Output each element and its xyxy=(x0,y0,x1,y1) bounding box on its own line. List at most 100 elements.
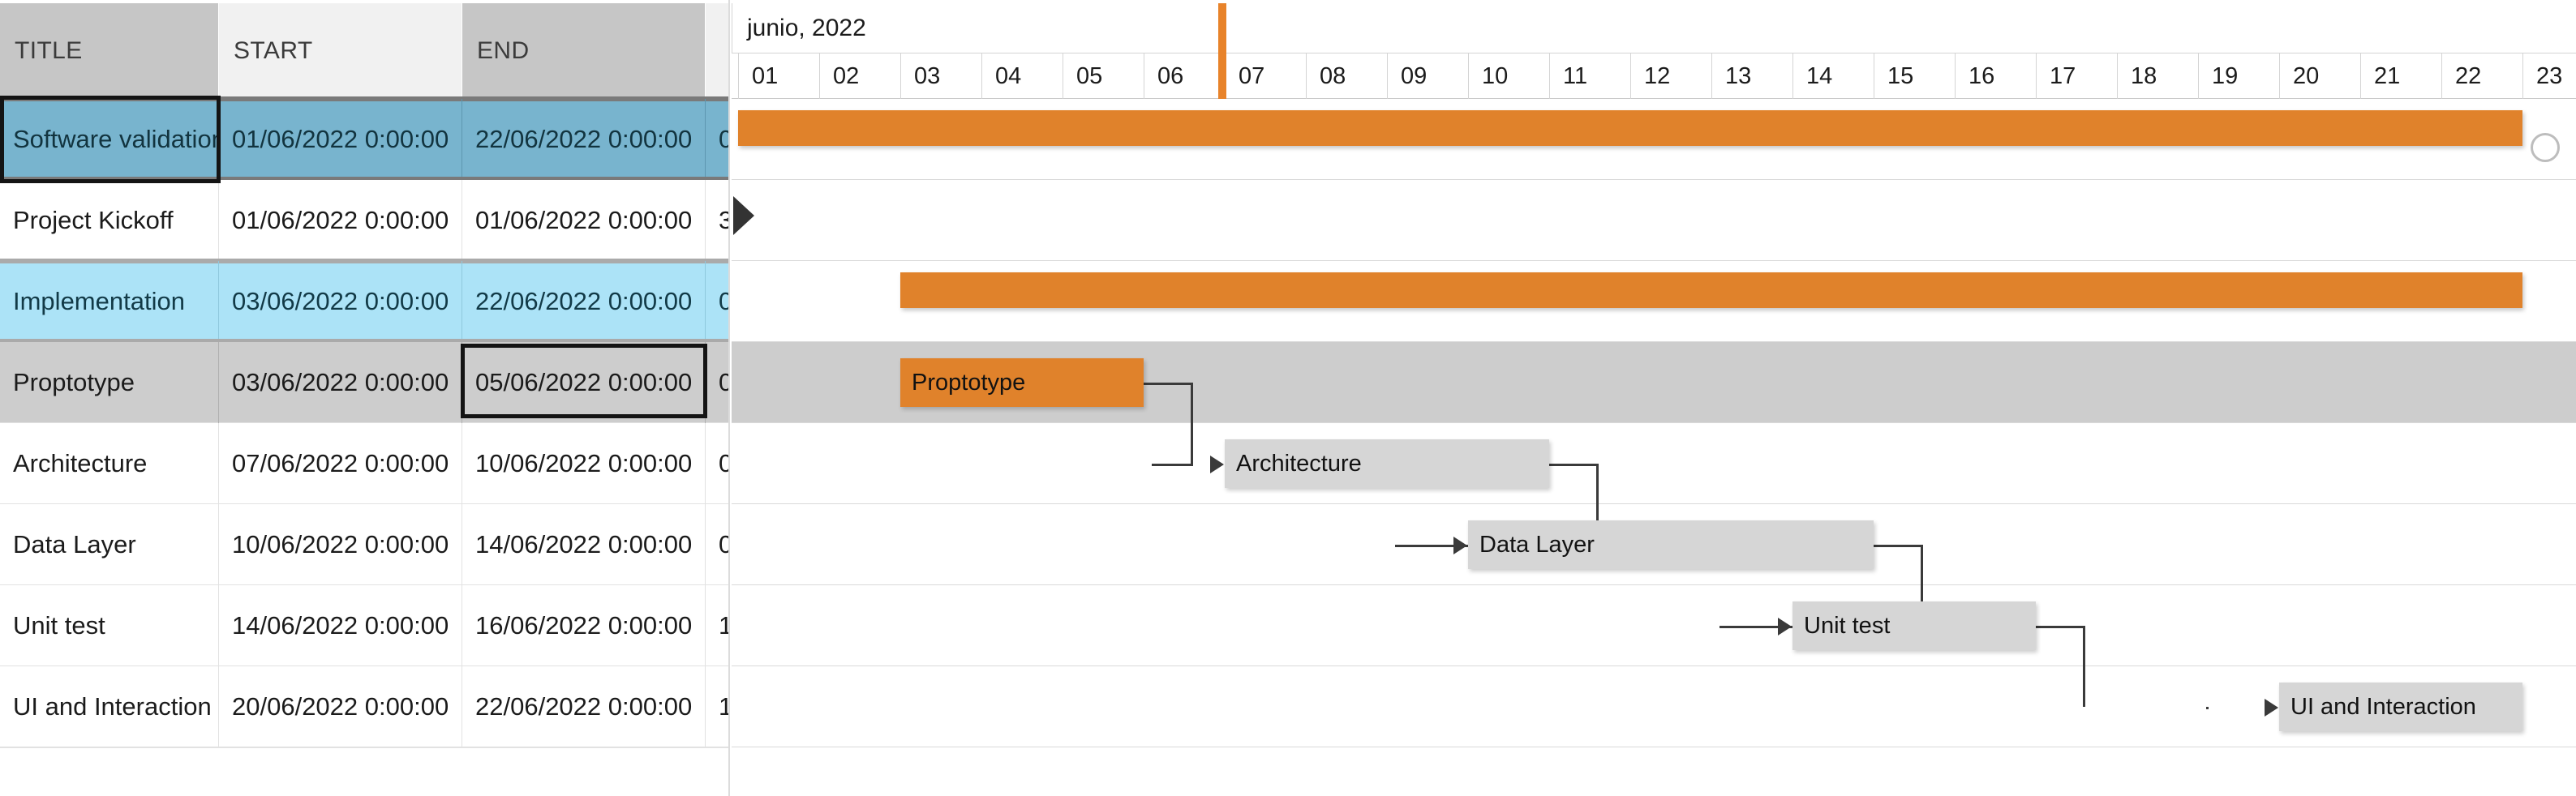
cell-extra[interactable]: 0 xyxy=(706,99,728,180)
cell-start[interactable]: 03/06/2022 0:00:00 xyxy=(219,261,462,342)
cell-title[interactable]: UI and Interaction xyxy=(0,666,219,747)
cell-end[interactable]: 10/06/2022 0:00:00 xyxy=(462,423,706,504)
cell-extra[interactable]: 0 xyxy=(706,342,728,423)
task-bar-label: Proptotype xyxy=(912,369,1026,396)
day-column-header[interactable]: 13 xyxy=(1711,53,1792,99)
column-header-end[interactable]: END xyxy=(462,3,706,99)
cell-title[interactable]: Unit test xyxy=(0,585,219,666)
task-bar[interactable]: UI and Interaction xyxy=(2279,683,2522,731)
cell-end[interactable]: 22/06/2022 0:00:00 xyxy=(462,261,706,342)
day-column-header[interactable]: 07 xyxy=(1225,53,1306,99)
day-column-header[interactable]: 19 xyxy=(2198,53,2279,99)
cell-extra[interactable]: 0 xyxy=(706,504,728,585)
task-bar-label: Architecture xyxy=(1236,450,1362,477)
cell-title[interactable]: Architecture xyxy=(0,423,219,504)
day-column-header[interactable]: 03 xyxy=(900,53,981,99)
cell-start[interactable]: 03/06/2022 0:00:00 xyxy=(219,342,462,423)
cell-start[interactable]: 20/06/2022 0:00:00 xyxy=(219,666,462,747)
cell-extra[interactable]: 0 xyxy=(706,423,728,504)
grid-empty-area xyxy=(0,747,728,796)
summary-bar[interactable] xyxy=(900,272,2522,308)
day-column-header[interactable]: 22 xyxy=(2441,53,2522,99)
cell-title[interactable]: Implementation xyxy=(0,261,219,342)
day-column-header[interactable]: 21 xyxy=(2360,53,2441,99)
timeline-row[interactable] xyxy=(732,423,2576,504)
task-bar[interactable]: Unit test xyxy=(1792,601,2036,650)
day-column-header[interactable]: 09 xyxy=(1387,53,1468,99)
column-header-title[interactable]: TITLE xyxy=(0,3,219,99)
cell-start[interactable]: 01/06/2022 0:00:00 xyxy=(219,99,462,180)
dependency-line-corner xyxy=(1395,545,1397,547)
cell-extra[interactable]: 1 xyxy=(706,585,728,666)
day-column-header[interactable]: 02 xyxy=(819,53,900,99)
cell-end[interactable]: 14/06/2022 0:00:00 xyxy=(462,504,706,585)
day-column-header[interactable]: 10 xyxy=(1468,53,1549,99)
dependency-arrow-head xyxy=(1778,618,1792,636)
cell-end[interactable]: 22/06/2022 0:00:00 xyxy=(462,666,706,747)
summary-bar[interactable] xyxy=(738,110,2522,146)
cell-end[interactable]: 22/06/2022 0:00:00 xyxy=(462,99,706,180)
day-column-header[interactable]: 04 xyxy=(981,53,1063,99)
cell-title[interactable]: Data Layer xyxy=(0,504,219,585)
dependency-line-horizontal xyxy=(1144,383,1191,385)
task-bar[interactable]: Architecture xyxy=(1225,439,1549,488)
task-bar[interactable]: Data Layer xyxy=(1468,520,1874,569)
task-bar[interactable]: Proptotype xyxy=(900,358,1144,407)
dependency-line-horizontal xyxy=(1874,545,1921,547)
day-column-header[interactable]: 20 xyxy=(2279,53,2360,99)
timeline-row[interactable] xyxy=(732,585,2576,666)
day-column-header[interactable]: 11 xyxy=(1549,53,1630,99)
task-bar-label: Unit test xyxy=(1804,612,1891,639)
cell-start[interactable]: 07/06/2022 0:00:00 xyxy=(219,423,462,504)
bar-end-drag-handle[interactable] xyxy=(2531,133,2560,162)
cell-title[interactable]: Software validation xyxy=(0,99,219,180)
dependency-line-horizontal xyxy=(2036,626,2083,628)
day-column-header[interactable]: 12 xyxy=(1630,53,1711,99)
dependency-line-vertical xyxy=(1191,383,1193,464)
cell-start[interactable]: 14/06/2022 0:00:00 xyxy=(219,585,462,666)
day-column-header[interactable]: 01 xyxy=(738,53,819,99)
day-column-header[interactable]: 05 xyxy=(1063,53,1144,99)
day-column-header[interactable]: 16 xyxy=(1955,53,2036,99)
column-header-start[interactable]: START xyxy=(219,3,462,99)
day-column-header[interactable]: 06 xyxy=(1144,53,1225,99)
cell-end[interactable]: 05/06/2022 0:00:00 xyxy=(462,342,706,423)
dependency-line-vertical xyxy=(2083,626,2085,707)
cell-start[interactable]: 01/06/2022 0:00:00 xyxy=(219,180,462,261)
dependency-line-vertical xyxy=(1921,545,1923,626)
cell-extra[interactable]: 1 xyxy=(706,666,728,747)
cell-extra[interactable]: 0 xyxy=(706,261,728,342)
cell-start[interactable]: 10/06/2022 0:00:00 xyxy=(219,504,462,585)
task-bar-label: UI and Interaction xyxy=(2290,693,2476,720)
column-header-extra[interactable] xyxy=(706,3,728,99)
dependency-line-horizontal xyxy=(1152,464,1193,466)
day-column-header[interactable]: 08 xyxy=(1306,53,1387,99)
timeline-row[interactable] xyxy=(732,180,2576,261)
cell-title[interactable]: Proptotype xyxy=(0,342,219,423)
dependency-arrow-head xyxy=(2265,699,2278,717)
day-column-header[interactable]: 23 xyxy=(2522,53,2576,99)
cell-end[interactable]: 01/06/2022 0:00:00 xyxy=(462,180,706,261)
day-column-header[interactable]: 18 xyxy=(2117,53,2198,99)
dependency-line-corner xyxy=(2206,707,2209,709)
task-bar-label: Data Layer xyxy=(1479,531,1595,558)
dependency-arrow-head xyxy=(1210,456,1224,473)
cell-title[interactable]: Project Kickoff xyxy=(0,180,219,261)
cell-end[interactable]: 16/06/2022 0:00:00 xyxy=(462,585,706,666)
day-column-header[interactable]: 14 xyxy=(1792,53,1874,99)
day-column-header[interactable]: 17 xyxy=(2036,53,2117,99)
day-column-header[interactable]: 15 xyxy=(1874,53,1955,99)
cell-extra[interactable]: 3 xyxy=(706,180,728,261)
